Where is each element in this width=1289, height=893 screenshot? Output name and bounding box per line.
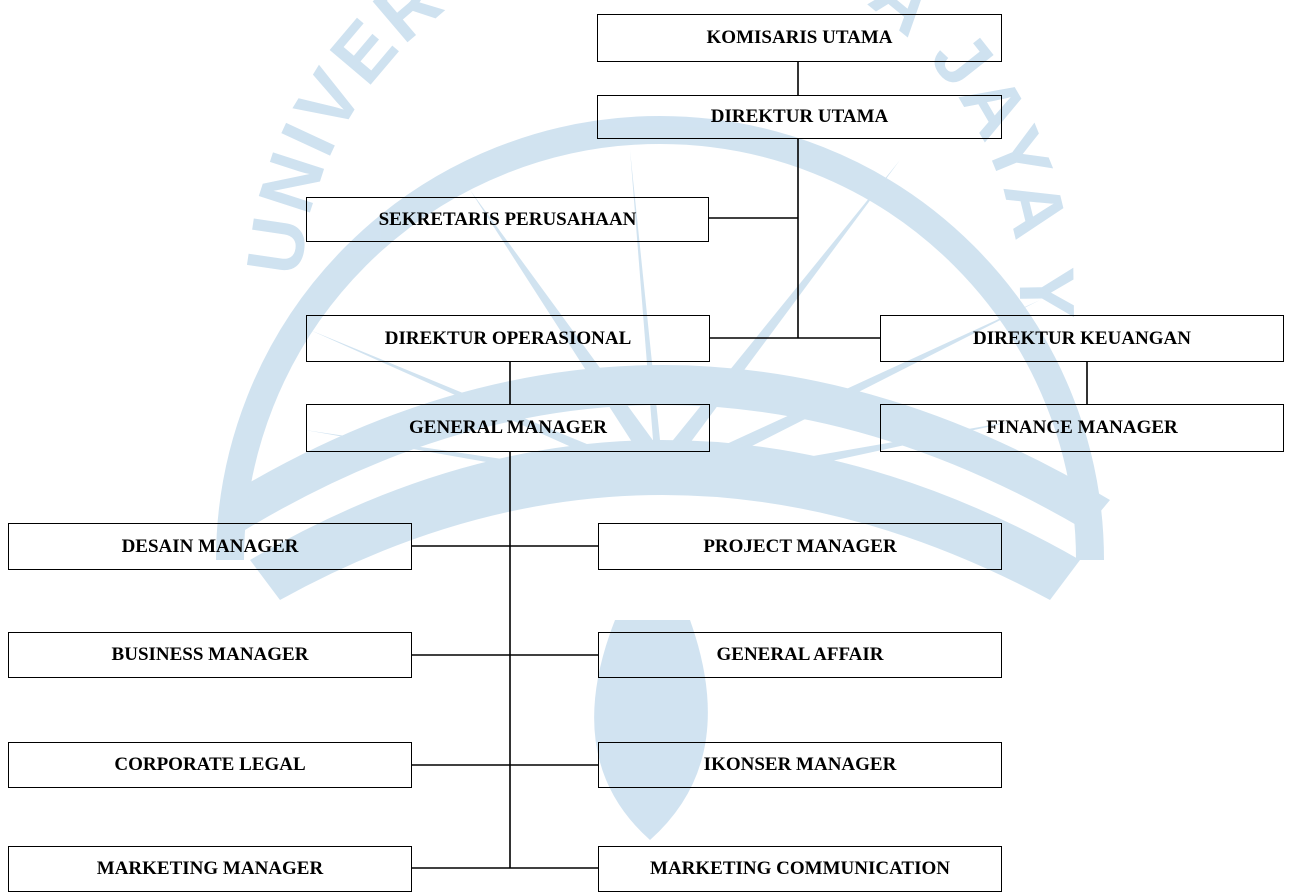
box-corporate-legal: CORPORATE LEGAL [8, 742, 412, 788]
box-finance-manager: FINANCE MANAGER [880, 404, 1284, 452]
box-komisaris-utama: KOMISARIS UTAMA [597, 14, 1002, 62]
box-marketing-communication: MARKETING COMMUNICATION [598, 846, 1002, 892]
box-ikonser-manager: IKONSER MANAGER [598, 742, 1002, 788]
box-direktur-operasional: DIREKTUR OPERASIONAL [306, 315, 710, 362]
box-sekretaris-perusahaan: SEKRETARIS PERUSAHAAN [306, 197, 709, 242]
box-general-affair: GENERAL AFFAIR [598, 632, 1002, 678]
box-marketing-manager: MARKETING MANAGER [8, 846, 412, 892]
box-desain-manager: DESAIN MANAGER [8, 523, 412, 570]
box-project-manager: PROJECT MANAGER [598, 523, 1002, 570]
box-direktur-keuangan: DIREKTUR KEUANGAN [880, 315, 1284, 362]
box-general-manager: GENERAL MANAGER [306, 404, 710, 452]
box-business-manager: BUSINESS MANAGER [8, 632, 412, 678]
box-direktur-utama: DIREKTUR UTAMA [597, 95, 1002, 139]
